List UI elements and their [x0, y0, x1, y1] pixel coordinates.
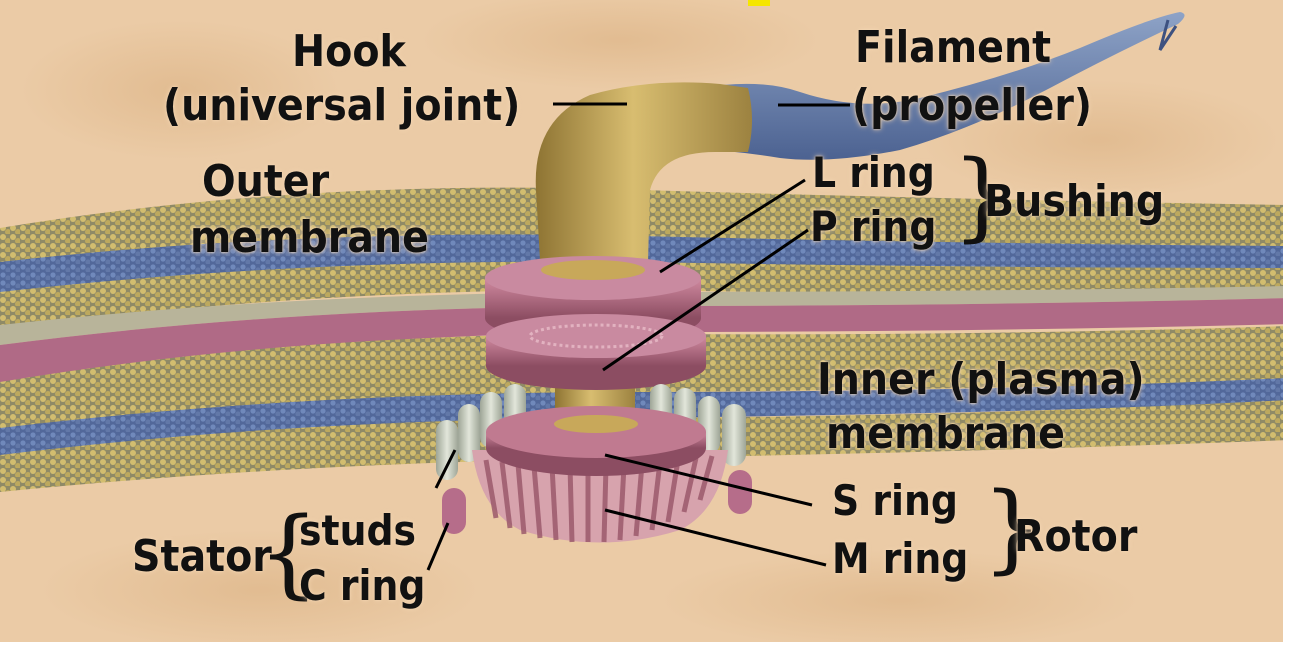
inner-membrane-sub-label: membrane [826, 412, 1065, 456]
s-ring-label: S ring [832, 480, 958, 522]
filament-subtitle-label: (propeller) [852, 84, 1092, 128]
p-ring-label: P ring [810, 206, 936, 248]
p-ring-shape [486, 314, 706, 390]
l-ring-label: L ring [812, 152, 935, 194]
stator-label: Stator [132, 535, 272, 579]
hook-label: Hook [292, 30, 406, 74]
filament-label: Filament [855, 26, 1051, 70]
m-ring-label: M ring [832, 538, 968, 580]
bushing-label: Bushing [984, 180, 1164, 224]
rotor-label: Rotor [1014, 515, 1137, 559]
outer-membrane-label: Outer [202, 160, 329, 204]
s-ring-shape [486, 406, 706, 476]
top-edge-mark [748, 0, 770, 6]
inner-membrane-label: Inner (plasma) [817, 358, 1145, 402]
studs-label: studs [299, 510, 416, 552]
hook-subtitle-label: (universal joint) [163, 84, 520, 128]
outer-membrane-sub-label: membrane [190, 216, 429, 260]
c-ring-label: C ring [299, 565, 425, 607]
